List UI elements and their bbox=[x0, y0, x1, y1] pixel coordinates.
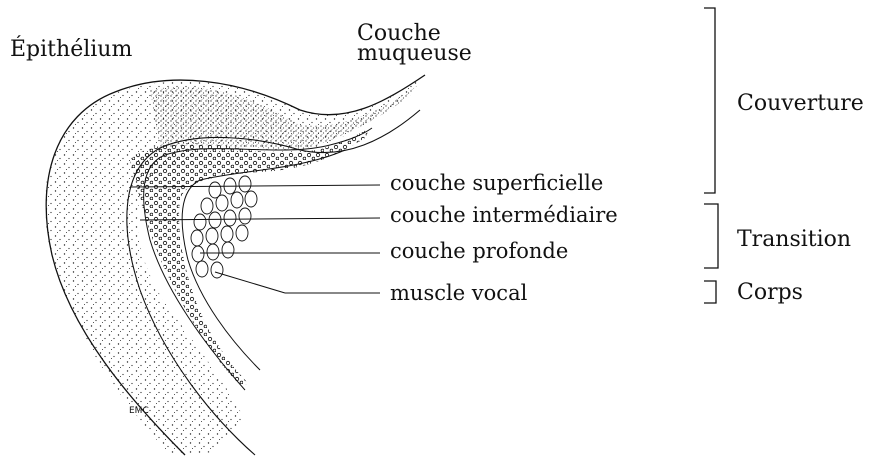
brackets bbox=[704, 8, 718, 303]
label-vocal-muscle: muscle vocal bbox=[390, 281, 528, 305]
bracket-couverture bbox=[704, 8, 715, 193]
muscle-fibers bbox=[191, 176, 257, 278]
label-mucosa-line2: muqueuse bbox=[357, 41, 472, 66]
label-epithelium: Épithélium bbox=[10, 35, 132, 62]
label-transition: Transition bbox=[737, 227, 851, 252]
label-corps: Corps bbox=[737, 280, 803, 305]
label-intermediate-layer: couche intermédiaire bbox=[390, 203, 618, 227]
label-superficial-layer: couche superficielle bbox=[390, 171, 603, 195]
mucosa-dense-band bbox=[150, 85, 418, 150]
leader-muscle bbox=[215, 272, 285, 293]
label-couverture: Couverture bbox=[737, 91, 864, 116]
signature-emc: EMC bbox=[129, 406, 149, 416]
label-deep-layer: couche profonde bbox=[390, 239, 568, 263]
bracket-transition bbox=[704, 204, 718, 268]
bracket-corps bbox=[704, 281, 716, 303]
